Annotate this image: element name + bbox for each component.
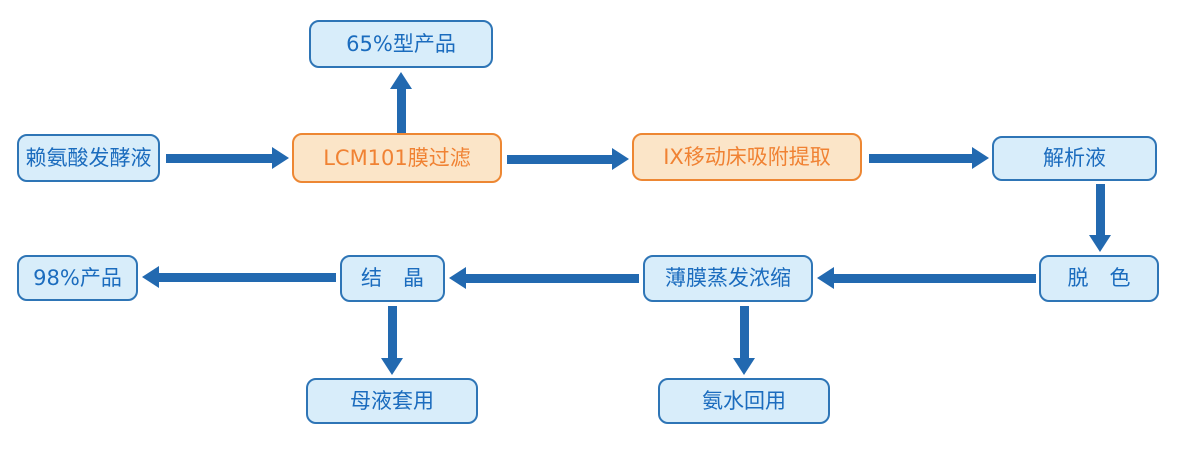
arrowhead-icon <box>1089 235 1111 252</box>
arrow-membrane-to-product65 <box>390 72 412 133</box>
node-ammonia-water-recycle: 氨水回用 <box>658 378 830 424</box>
arrowhead-icon <box>449 267 466 289</box>
node-label-crystallization: 结 晶 <box>361 266 424 290</box>
arrowhead-icon <box>390 72 412 89</box>
node-decolorization: 脱 色 <box>1039 255 1159 302</box>
arrow-evaporation-to-ammonia <box>733 306 755 375</box>
arrow-membrane-to-ix <box>507 148 629 170</box>
arrow-crystallization-to-product98 <box>142 266 336 288</box>
node-label-lcm101-membrane-filtration: LCM101膜过滤 <box>323 145 471 170</box>
arrow-crystallization-to-mother-liquor <box>381 306 403 375</box>
node-crystallization: 结 晶 <box>340 255 445 302</box>
node-mother-liquor-reuse: 母液套用 <box>306 378 478 424</box>
arrow-shaft <box>157 272 336 282</box>
node-label-decolorization: 脱 色 <box>1067 266 1131 290</box>
arrowhead-icon <box>972 147 989 169</box>
arrow-desorption-to-decolor <box>1089 184 1111 252</box>
arrow-ix-to-desorption <box>869 147 989 169</box>
node-label-mother-liquor-reuse: 母液套用 <box>350 388 434 413</box>
arrow-shaft <box>464 273 639 283</box>
arrowhead-icon <box>142 266 159 288</box>
arrowhead-icon <box>733 358 755 375</box>
arrow-evaporation-to-crystallization <box>449 267 639 289</box>
node-product-98: 98%产品 <box>17 255 138 301</box>
node-label-product-65: 65%型产品 <box>346 31 456 56</box>
arrow-shaft <box>1095 184 1105 237</box>
node-ix-moving-bed-adsorption: IX移动床吸附提取 <box>632 133 862 181</box>
node-label-fermentation-broth: 赖氨酸发酵液 <box>25 145 152 170</box>
arrow-shaft <box>869 153 974 163</box>
node-fermentation-broth: 赖氨酸发酵液 <box>17 134 160 182</box>
arrow-shaft <box>396 87 406 133</box>
node-label-thin-film-evaporation: 薄膜蒸发浓缩 <box>665 266 791 290</box>
node-product-65: 65%型产品 <box>309 20 493 68</box>
arrowhead-icon <box>612 148 629 170</box>
node-label-ix-moving-bed-adsorption: IX移动床吸附提取 <box>663 144 831 169</box>
arrow-shaft <box>739 306 749 360</box>
node-desorption-liquid: 解析液 <box>992 136 1157 181</box>
node-thin-film-evaporation: 薄膜蒸发浓缩 <box>643 255 813 302</box>
arrow-shaft <box>166 153 274 163</box>
arrow-shaft <box>832 273 1036 283</box>
arrowhead-icon <box>381 358 403 375</box>
arrow-broth-to-membrane <box>166 147 289 169</box>
arrowhead-icon <box>272 147 289 169</box>
arrow-shaft <box>387 306 397 360</box>
arrow-decolor-to-evaporation <box>817 267 1036 289</box>
node-lcm101-membrane-filtration: LCM101膜过滤 <box>292 133 502 183</box>
node-label-ammonia-water-recycle: 氨水回用 <box>702 388 786 413</box>
arrowhead-icon <box>817 267 834 289</box>
node-label-desorption-liquid: 解析液 <box>1043 146 1106 170</box>
node-label-product-98: 98%产品 <box>33 265 122 290</box>
arrow-shaft <box>507 154 614 164</box>
